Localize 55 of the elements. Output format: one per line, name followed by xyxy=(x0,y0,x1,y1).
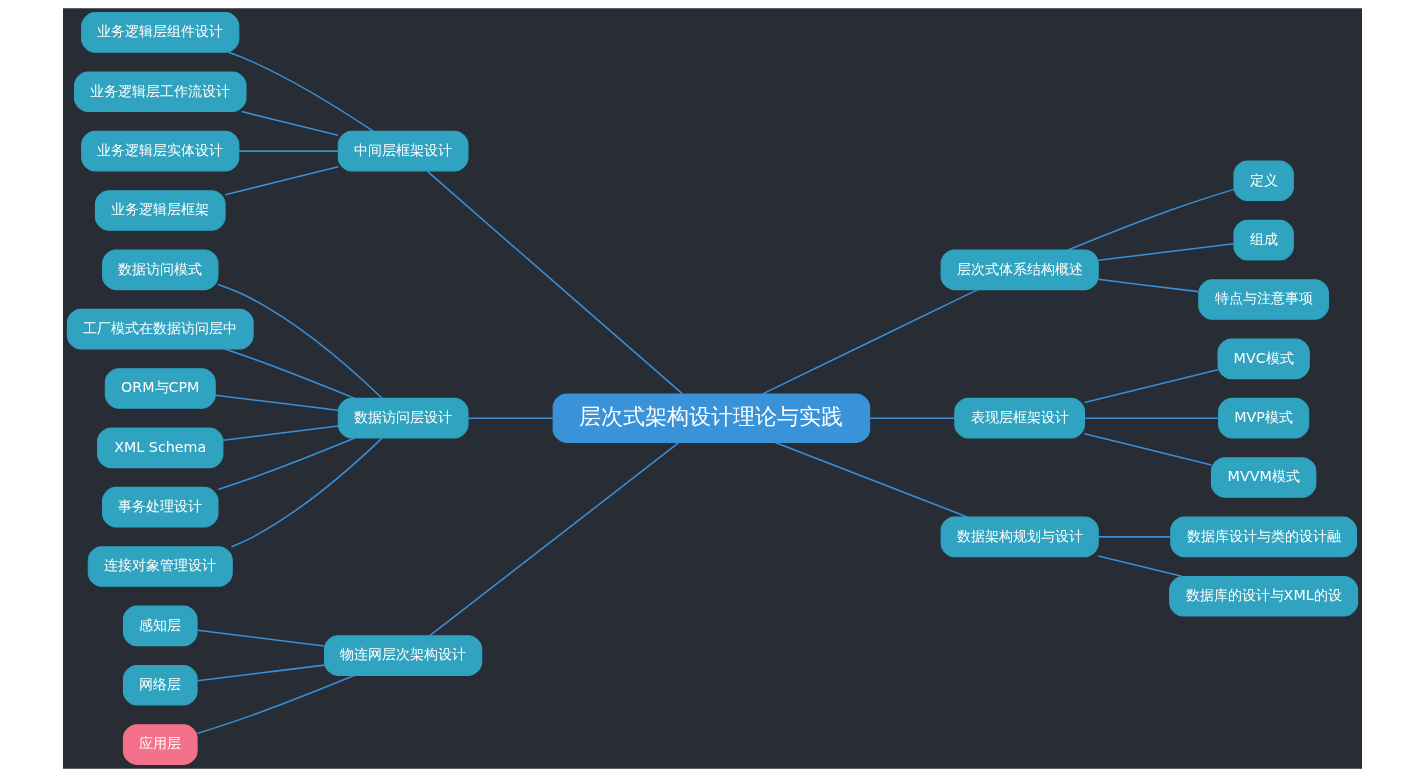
connector xyxy=(1097,555,1182,578)
connector xyxy=(196,674,355,735)
connector xyxy=(227,51,374,132)
node-box: MVVM模式 xyxy=(1210,457,1316,498)
connector xyxy=(466,417,554,419)
node-box: XML Schema xyxy=(96,427,223,469)
connector xyxy=(240,110,339,137)
connector xyxy=(1066,188,1235,251)
connector xyxy=(868,417,956,419)
node-box: 业务逻辑层工作流设计 xyxy=(73,71,247,113)
connector xyxy=(221,425,339,441)
node-box: 感知层 xyxy=(122,605,198,647)
connector xyxy=(773,441,968,518)
node-box: 业务逻辑层组件设计 xyxy=(80,12,239,53)
node-box: 物连网层次架构设计 xyxy=(323,635,482,676)
node-box: 网络层 xyxy=(122,664,198,706)
connector xyxy=(1083,417,1219,419)
node-box: 应用层 xyxy=(122,724,198,765)
node-box: 中间层框架设计 xyxy=(337,130,469,172)
node-box: 特点与注意事项 xyxy=(1197,279,1329,320)
connector xyxy=(428,441,679,637)
node-box: 事务处理设计 xyxy=(101,486,218,528)
node-box: 层次式架构设计理论与实践 xyxy=(552,393,870,443)
connector xyxy=(761,288,978,395)
connector xyxy=(223,348,355,400)
node-box: 业务逻辑层框架 xyxy=(94,190,226,231)
node-box: 组成 xyxy=(1232,219,1294,261)
connector xyxy=(1097,536,1171,538)
connector xyxy=(214,394,339,412)
node-box: 定义 xyxy=(1232,160,1294,202)
node-box: 数据访问层设计 xyxy=(337,397,469,439)
connector xyxy=(1097,278,1199,293)
connector xyxy=(196,629,325,647)
connector xyxy=(196,664,325,682)
node-box: 层次式体系结构概述 xyxy=(940,249,1099,291)
connector xyxy=(1083,369,1219,404)
node-box: 表现层框架设计 xyxy=(953,397,1085,439)
node-box: MVC模式 xyxy=(1217,338,1310,380)
node-box: 数据架构规划与设计 xyxy=(940,516,1099,558)
connector xyxy=(217,437,355,491)
connector xyxy=(425,170,683,395)
node-box: 工厂模式在数据访问层中 xyxy=(66,308,254,350)
node-box: 连接对象管理设计 xyxy=(87,546,233,587)
node-box: MVP模式 xyxy=(1217,397,1309,439)
node-box: 业务逻辑层实体设计 xyxy=(80,130,239,172)
node-box: 数据访问模式 xyxy=(101,249,218,291)
node-box: ORM与CPM xyxy=(104,368,216,409)
node-box: 数据库的设计与XML的设 xyxy=(1168,575,1358,617)
connector xyxy=(230,437,383,548)
node-box: 数据库设计与类的设计融 xyxy=(1169,516,1357,558)
connector xyxy=(223,166,339,196)
connector xyxy=(216,283,383,400)
connector xyxy=(237,150,339,152)
connector xyxy=(1083,433,1212,466)
connector xyxy=(1097,242,1235,262)
